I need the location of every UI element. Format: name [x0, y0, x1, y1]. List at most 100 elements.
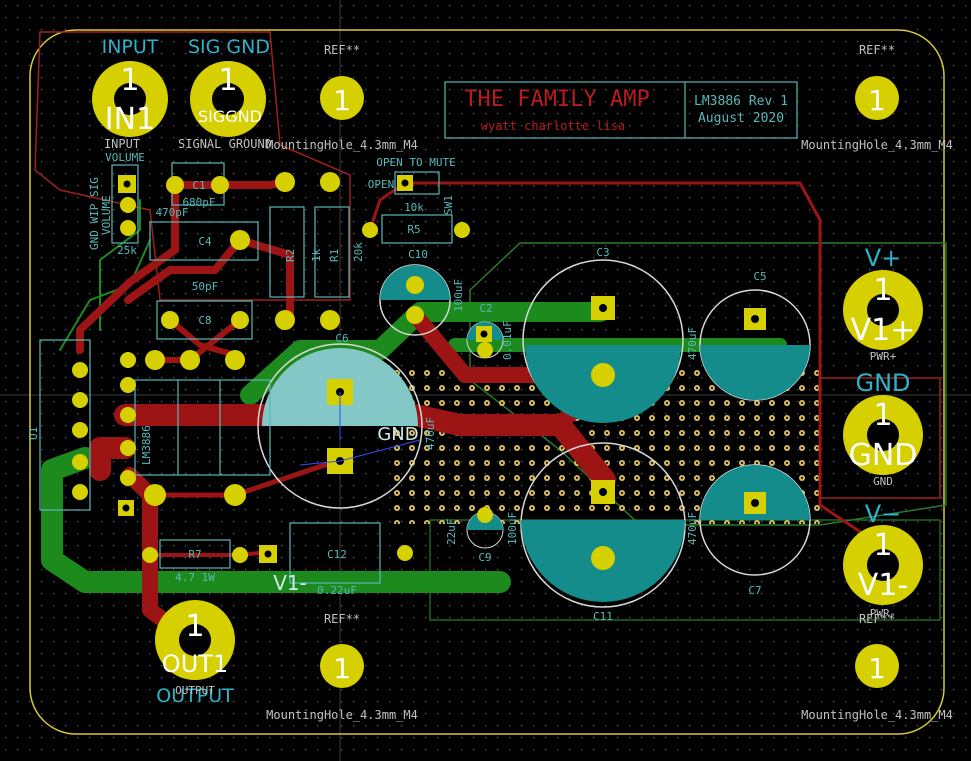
- bottom-trace-signal-2: [59, 239, 151, 351]
- label-c8: C8: [198, 314, 211, 327]
- label-c11-val: 470uF: [686, 512, 699, 545]
- label-c6-val: 470uF: [424, 417, 437, 450]
- mounting-hole-tr[interactable]: 1: [855, 76, 899, 120]
- mounting-hole-br[interactable]: 1: [855, 644, 899, 688]
- svg-text:GND: GND: [849, 438, 918, 473]
- connector-input[interactable]: 1 IN1: [92, 61, 168, 137]
- board-part: LM3886 Rev 1: [694, 94, 788, 109]
- label-open-to-mute: OPEN TO MUTE: [376, 156, 455, 169]
- label-v1minus-net: V1-: [273, 571, 307, 595]
- label-vplus-top: V+: [865, 244, 902, 272]
- label-c11-val2: 100uF: [506, 512, 519, 545]
- mh-ref-tl: REF**: [324, 43, 360, 57]
- bottom-trace-signal: [99, 199, 141, 331]
- label-c4: C4: [198, 235, 212, 248]
- top-trace-r: [236, 236, 294, 324]
- label-20k: 20k: [352, 242, 365, 262]
- top-trace-main-b: [89, 437, 136, 481]
- label-c2-val: 0.01uF: [501, 320, 514, 360]
- connector-output[interactable]: 1 OUT1: [155, 600, 235, 680]
- label-sw1: SW1: [442, 195, 455, 215]
- label-output-ref: OUTPUT: [175, 684, 215, 697]
- cap-c5[interactable]: [699, 289, 811, 401]
- svg-text:1: 1: [218, 63, 237, 98]
- mh-ref-bl: REF**: [324, 612, 360, 626]
- label-u1-val: LM3886: [140, 425, 153, 465]
- board-title: THE FAMILY AMP: [464, 87, 649, 112]
- label-c7: C7: [748, 584, 761, 597]
- svg-text:1: 1: [333, 652, 351, 685]
- label-input-bottom: INPUT: [104, 137, 140, 151]
- input-zone-outline: [34, 31, 351, 301]
- mh-val-tr: MountingHole_4.3mm_M4: [801, 138, 953, 152]
- label-gnd-bottom: GND: [873, 475, 893, 488]
- svg-text:1: 1: [120, 63, 139, 98]
- silk-lm-body: [134, 379, 271, 476]
- top-trace-c8: [167, 317, 238, 358]
- mh-ref-tr: REF**: [859, 43, 895, 57]
- label-r5-val: 10k: [404, 201, 424, 214]
- label-vminus-top: V−: [865, 500, 902, 528]
- label-c3: C3: [596, 246, 609, 259]
- label-c2: C2: [479, 302, 492, 315]
- connector-siggnd[interactable]: 1 SIGGND: [190, 61, 266, 137]
- label-r7: R7: [188, 548, 201, 561]
- label-gnd-wip-sig: GND WIP SIG: [88, 177, 101, 250]
- svg-text:SIGGND: SIGGND: [198, 107, 262, 126]
- title-block: [444, 81, 798, 139]
- label-c4-val: 50pF: [192, 280, 219, 293]
- svg-text:1: 1: [873, 528, 892, 563]
- bottom-trace-gnd-loop: [41, 447, 511, 593]
- top-trace-mute: [368, 181, 407, 232]
- mh-val-bl: MountingHole_4.3mm_M4: [266, 708, 418, 722]
- label-c12-val: 0.22uF: [317, 584, 357, 597]
- silk-c8: [156, 300, 253, 340]
- label-siggnd-top: SIG GND: [188, 36, 270, 58]
- label-u1: U1: [27, 427, 40, 440]
- label-c1-val: 680pF: [182, 196, 215, 209]
- svg-text:1: 1: [185, 609, 204, 644]
- svg-text:V1-: V1-: [858, 568, 908, 603]
- label-gnd-plane: GND: [377, 424, 418, 445]
- square-pads[interactable]: [118, 175, 766, 563]
- silk-u1: [39, 339, 91, 511]
- label-r5: R5: [407, 223, 420, 236]
- svg-text:1: 1: [333, 84, 351, 117]
- label-c5: C5: [753, 270, 766, 283]
- label-r1-val: 1k: [310, 248, 323, 262]
- top-trace-v1: [403, 181, 882, 547]
- label-c10-val: 100uF: [452, 279, 465, 312]
- label-c1: C1: [192, 179, 205, 192]
- label-output-bottom: OUTPUT: [156, 685, 234, 707]
- label-siggnd-bottom: SIGNAL GROUND: [178, 137, 272, 151]
- silk-r5: [381, 214, 453, 244]
- small-pads[interactable]: [72, 172, 615, 570]
- label-c1-val2: 470pF: [155, 206, 188, 219]
- label-c3-val: 470uF: [686, 327, 699, 360]
- label-vminus-bottom: PWR-: [870, 607, 897, 620]
- top-trace-c4: [124, 236, 244, 304]
- mounting-hole-tl[interactable]: 1: [320, 76, 364, 120]
- silk-r1: [314, 206, 350, 298]
- svg-text:V1+: V1+: [851, 313, 916, 348]
- label-volume: VOLUME: [105, 151, 145, 164]
- label-pot-val: 25k: [117, 244, 137, 257]
- label-input-top: INPUT: [102, 36, 159, 58]
- connector-vminus[interactable]: 1 V1-: [843, 525, 923, 605]
- svg-text:1: 1: [873, 273, 892, 308]
- label-c10: C10: [408, 248, 428, 261]
- silk-sw1: [394, 171, 440, 195]
- label-open: OPEN: [368, 178, 395, 191]
- connector-vplus[interactable]: 1 V1+: [843, 270, 923, 350]
- label-c6: C6: [335, 332, 348, 345]
- label-vplus-bottom: PWR+: [870, 350, 897, 363]
- bottom-trace-gnd-2: [240, 302, 610, 405]
- label-c9-val: 22uF: [445, 519, 458, 546]
- svg-text:IN1: IN1: [105, 102, 155, 137]
- mounting-hole-bl[interactable]: 1: [320, 644, 364, 688]
- connector-gnd[interactable]: 1 GND: [843, 395, 923, 475]
- silk-pot: [111, 164, 139, 244]
- ratsnest-1: [339, 439, 421, 462]
